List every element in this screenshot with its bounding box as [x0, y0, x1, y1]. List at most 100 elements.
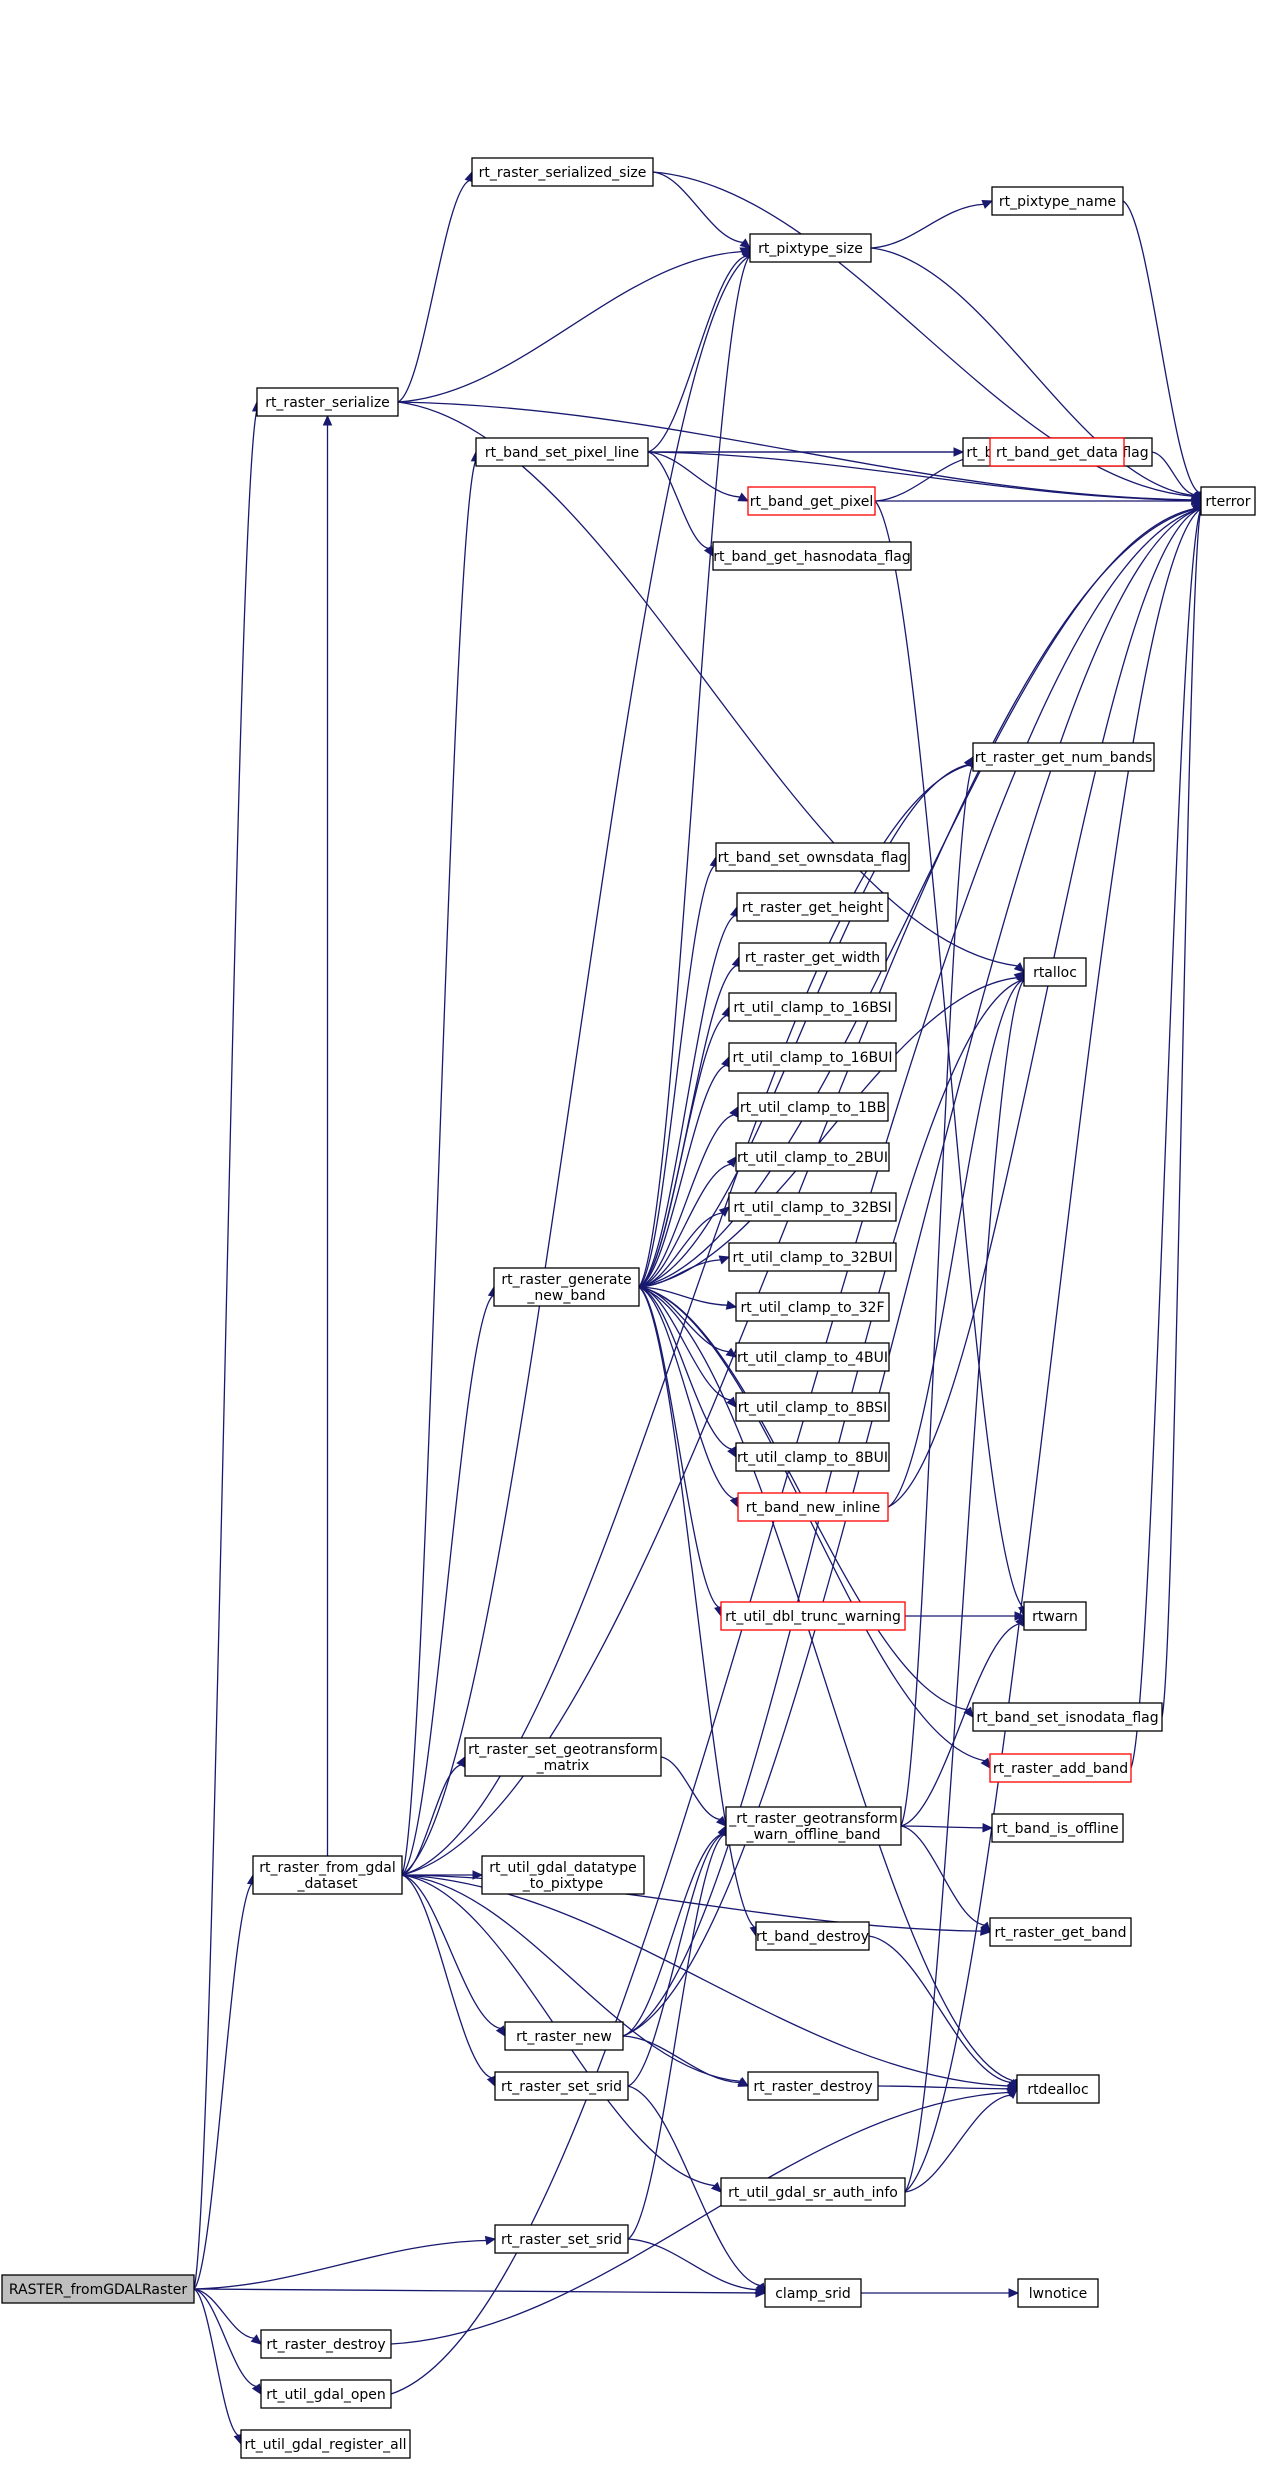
arrowhead-icon: [322, 414, 333, 426]
node-rt-raster-set-geotransform-matrix[interactable]: rt_raster_set_geotransform_matrix: [464, 1737, 662, 1777]
node-label: rt_raster_set_geotransform: [468, 1742, 658, 1758]
arrowhead-icon: [1013, 962, 1025, 973]
node-rt-raster-get-band[interactable]: rt_raster_get_band: [989, 1917, 1132, 1947]
node-rterror[interactable]: rterror: [1200, 486, 1256, 516]
edge-rt-raster-generate-new-band-to-rterror: [638, 499, 1202, 1288]
node-rt-raster-serialized-size[interactable]: rt_raster_serialized_size: [471, 157, 654, 187]
node-box: [735, 1342, 890, 1372]
edge-rt-band-get-pixel-to-rtwarn: [874, 500, 1028, 1618]
node-box: [260, 2379, 392, 2409]
edge-line: [868, 1935, 1011, 2084]
edge-line: [390, 2091, 1009, 2345]
node-clamp-srid[interactable]: clamp_srid: [764, 2278, 862, 2308]
edge-line: [193, 410, 258, 2290]
node-rt-util-clamp-to-16bui[interactable]: rt_util_clamp_to_16BUI: [728, 1042, 897, 1072]
node-label: rt_util_gdal_register_all: [245, 2437, 407, 2453]
node-rt-util-gdal-open[interactable]: rt_util_gdal_open: [260, 2379, 392, 2409]
edge-line: [638, 1286, 1014, 2082]
node-rt-raster-destroy-b[interactable]: rt_raster_destroy: [260, 2329, 392, 2359]
arrowhead-icon: [737, 492, 750, 502]
node-rt-util-clamp-to-32f[interactable]: rt_util_clamp_to_32F: [735, 1292, 890, 1322]
node-label: rtdealloc: [1027, 2082, 1088, 2098]
node-rtalloc[interactable]: rtalloc: [1023, 957, 1087, 987]
node-label: _dataset: [297, 1876, 358, 1892]
node-rt-raster-generate-new-band[interactable]: rt_raster_generate_new_band: [493, 1267, 640, 1307]
edge-rt-raster-generate-new-band-to-rt-util-clamp-to-32bui: [638, 1255, 731, 1288]
edge-line: [638, 256, 750, 1288]
node-rt-raster-get-num-bands[interactable]: rt_raster_get_num_bands: [972, 742, 1155, 772]
edge-raster-fromgdalraster-to-rt-raster-serialize: [193, 400, 262, 2290]
node-rt-util-clamp-to-32bsi[interactable]: rt_util_clamp_to_32BSI: [728, 1192, 897, 1222]
node-lwnotice[interactable]: lwnotice: [1017, 2278, 1099, 2308]
node-label: rt_raster_serialize: [265, 395, 390, 411]
node-box: [256, 387, 399, 417]
node-rt-band-set-isnodata-flag-b[interactable]: rt_band_set_isnodata_flag: [972, 1702, 1163, 1732]
edge-line: [638, 915, 736, 1288]
edge-line: [638, 1286, 985, 1762]
edge-line: [401, 508, 1197, 1876]
node-label: rt_band_new_inline: [746, 1500, 880, 1516]
node-raster-fromgdalraster[interactable]: RASTER_fromGDALRaster: [1, 2274, 195, 2304]
node-rt-raster-from-gdal-dataset[interactable]: rt_raster_from_gdal_dataset: [252, 1855, 403, 1895]
node-rt-band-is-offline[interactable]: rt_band_is_offline: [991, 1813, 1124, 1843]
edge-rt-band-get-pixel-to-rterror: [874, 496, 1203, 506]
node-rt-util-clamp-to-2bui[interactable]: rt_util_clamp_to_2BUI: [735, 1142, 890, 1172]
node-rt-raster-get-height[interactable]: rt_raster_get_height: [736, 892, 889, 922]
edge-line: [887, 509, 1199, 1508]
node-rt-pixtype-size[interactable]: rt_pixtype_size: [749, 233, 872, 263]
node-rt-util-dbl-trunc-warning[interactable]: rt_util_dbl_trunc_warning: [720, 1601, 906, 1631]
edge-line: [397, 250, 742, 403]
node-rt-util-clamp-to-32bui[interactable]: rt_util_clamp_to_32BUI: [728, 1242, 897, 1272]
edge-rt-pixtype-size-to-rt-pixtype-name: [870, 199, 994, 249]
node-rt-raster-set-srid-b[interactable]: rt_raster_set_srid: [494, 2224, 629, 2254]
edge-line: [622, 1833, 723, 2037]
edge-line: [627, 2238, 757, 2291]
node-rt-raster-get-width[interactable]: rt_raster_get_width: [738, 942, 887, 972]
edge-line: [397, 179, 470, 403]
node-rt-util-gdal-datatype-to-pixtype[interactable]: rt_util_gdal_datatype_to_pixtype: [481, 1855, 645, 1895]
node-rt-band-new-inline[interactable]: rt_band_new_inline: [737, 1492, 889, 1522]
arrowhead-icon: [710, 2181, 722, 2193]
node-rtwarn[interactable]: rtwarn: [1023, 1601, 1087, 1631]
node-label: rt_util_clamp_to_32F: [741, 1300, 885, 1316]
edge-line: [1130, 509, 1202, 1769]
edge-line: [193, 1883, 253, 2290]
node-rt-util-clamp-to-16bsi[interactable]: rt_util_clamp_to_16BSI: [728, 992, 897, 1022]
arrowhead-icon: [721, 1055, 730, 1068]
edge-rt-band-new-inline-to-rtalloc: [887, 970, 1027, 1508]
edge-rt-raster-new-to-rt-raster-destroy-a: [622, 2035, 750, 2087]
node-rt-raster-serialize[interactable]: rt_raster_serialize: [256, 387, 399, 417]
node-rtdealloc[interactable]: rtdealloc: [1016, 2074, 1100, 2104]
node-rt-pixtype-name[interactable]: rt_pixtype_name: [991, 186, 1124, 216]
node-box: [764, 2278, 862, 2308]
node-rt-raster-new[interactable]: rt_raster_new: [504, 2021, 624, 2051]
node-rt-util-clamp-to-4bui[interactable]: rt_util_clamp_to_4BUI: [735, 1342, 890, 1372]
node-rt-util-gdal-sr-auth-info[interactable]: rt_util_gdal_sr_auth_info: [720, 2177, 906, 2207]
node-box: [735, 1392, 890, 1422]
node-label: rt_band_get_hasnodata_flag: [713, 549, 910, 565]
node-rt-raster-geotransform-warn-offline-band[interactable]: _rt_raster_geotransform_warn_offline_ban…: [725, 1806, 902, 1846]
node-rt-band-get-data[interactable]: rt_band_get_data: [989, 437, 1125, 467]
node-rt-band-set-pixel-line[interactable]: rt_band_set_pixel_line: [475, 437, 649, 467]
arrowhead-icon: [739, 238, 751, 249]
arrowhead-icon: [718, 1255, 731, 1265]
node-box: [252, 1855, 403, 1895]
node-rt-raster-add-band[interactable]: rt_raster_add_band: [989, 1753, 1132, 1783]
edge-rt-band-set-isnodata-flag-b-to-rterror: [1161, 499, 1206, 1718]
node-rt-util-gdal-register-all[interactable]: rt_util_gdal_register_all: [240, 2429, 411, 2459]
node-rt-band-get-pixel[interactable]: rt_band_get_pixel: [747, 486, 876, 516]
node-box: [738, 942, 887, 972]
node-rt-raster-destroy-a[interactable]: rt_raster_destroy: [747, 2071, 879, 2101]
node-rt-band-get-hasnodata-flag[interactable]: rt_band_get_hasnodata_flag: [712, 541, 912, 571]
edge-raster-fromgdalraster-to-rt-raster-destroy-b: [193, 2288, 262, 2345]
node-rt-band-destroy[interactable]: rt_band_destroy: [755, 1921, 870, 1951]
node-box: [991, 1813, 1124, 1843]
node-rt-util-clamp-to-8bsi[interactable]: rt_util_clamp_to_8BSI: [735, 1392, 890, 1422]
node-rt-raster-set-srid-a[interactable]: rt_raster_set_srid: [494, 2071, 629, 2101]
edge-raster-fromgdalraster-to-rt-raster-from-gdal-dataset: [193, 1873, 257, 2290]
node-rt-util-clamp-to-1bb[interactable]: rt_util_clamp_to_1BB: [737, 1092, 889, 1122]
node-label: rtwarn: [1032, 1609, 1078, 1625]
node-rt-band-set-ownsdata-flag[interactable]: rt_band_set_ownsdata_flag: [715, 842, 910, 872]
node-label: rt_util_clamp_to_32BSI: [733, 1200, 891, 1216]
node-rt-util-clamp-to-8bui[interactable]: rt_util_clamp_to_8BUI: [735, 1442, 890, 1472]
